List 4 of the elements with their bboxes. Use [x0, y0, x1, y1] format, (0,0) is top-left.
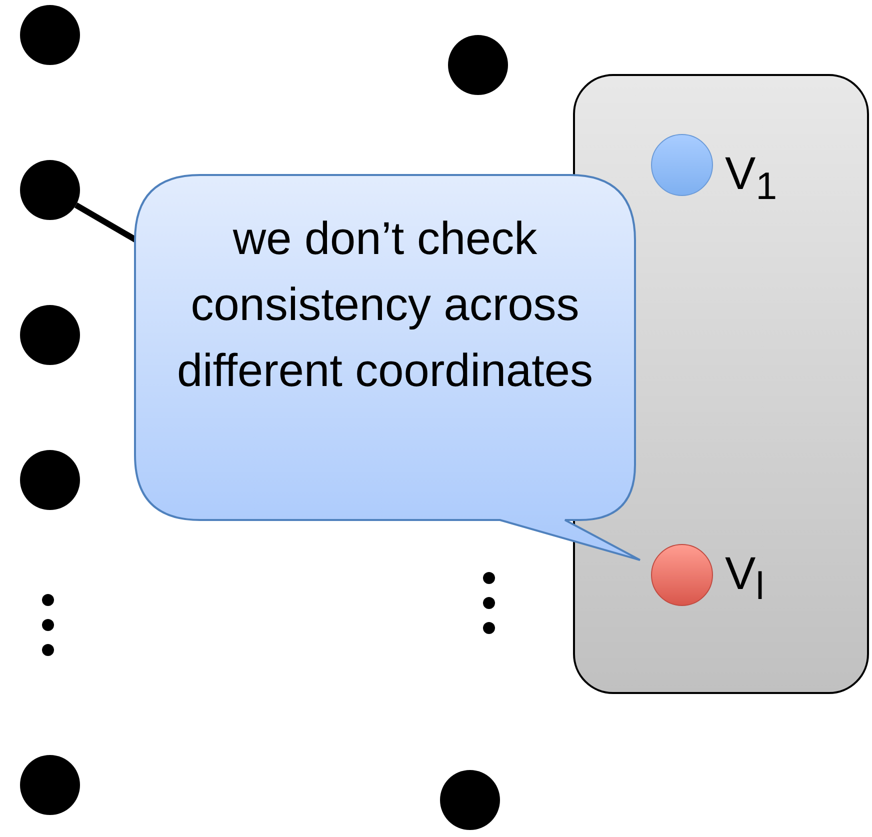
- variable-label: V$_{l}$: [725, 546, 764, 610]
- callout-text: we don’t check consistency across different coordinates: [176, 211, 594, 398]
- variable-label: V$_{1}$: [725, 146, 778, 210]
- callout-tooltip: [134, 174, 641, 561]
